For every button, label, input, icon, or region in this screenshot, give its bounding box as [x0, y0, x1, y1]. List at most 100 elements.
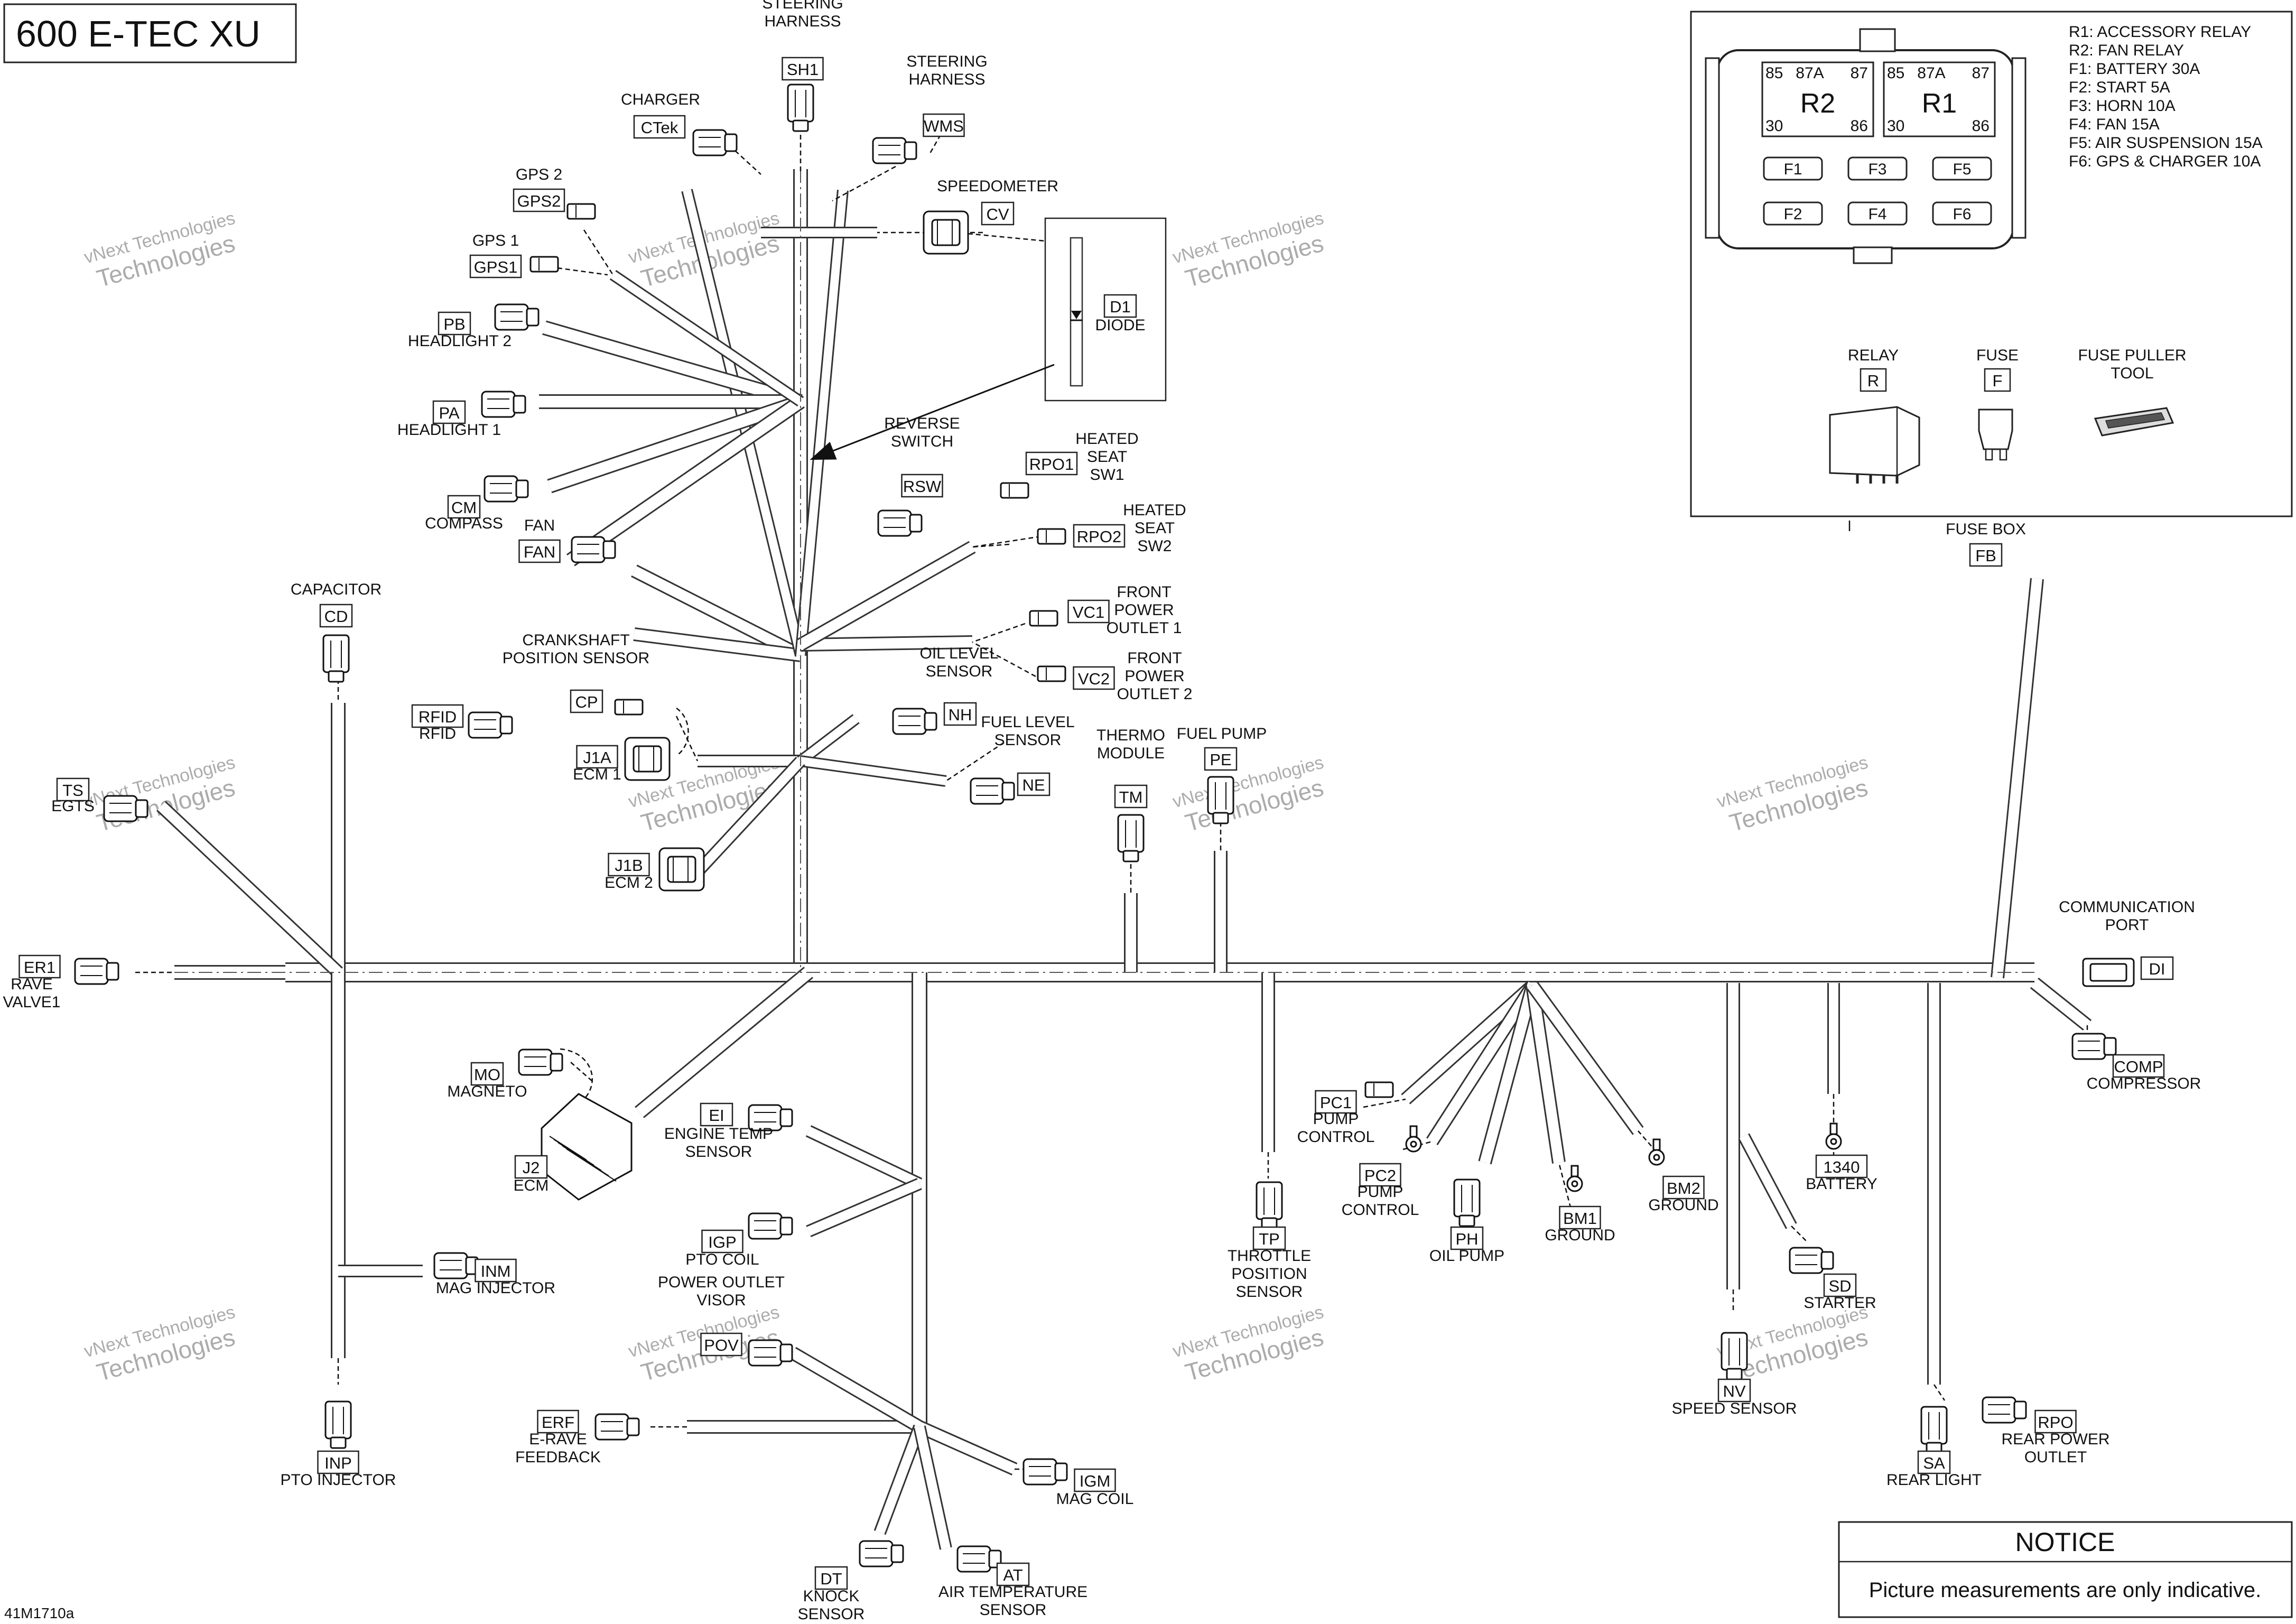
- fuse-slot-f3: F3: [1847, 156, 1908, 181]
- connector-code-box: [319, 604, 353, 628]
- connector-code: CV: [986, 205, 1009, 224]
- harness-tube: [800, 757, 947, 785]
- small-connector-icon: [614, 699, 644, 716]
- connector-code: PC2: [1364, 1166, 1396, 1185]
- plug-connector-icon: [433, 1252, 479, 1279]
- pigtail-wire: [972, 623, 1026, 643]
- ring-connector-icon: [1648, 1138, 1665, 1166]
- plug-connector-icon: [872, 137, 917, 164]
- small-connector-icon: [529, 256, 559, 273]
- plug-connector-icon: [859, 1540, 904, 1567]
- connector-label: GROUND: [1545, 1227, 1615, 1244]
- fusebox-part-label: RELAY: [1848, 347, 1899, 364]
- connector-code-box: [470, 1062, 504, 1086]
- plug-connector-icon: [2071, 1033, 2117, 1060]
- connector-code-box: [469, 254, 522, 279]
- fusebox-part-code: R: [1867, 372, 1879, 390]
- connector-code-box: [518, 539, 561, 563]
- connector-code-box: [700, 1102, 733, 1127]
- connector-code: CD: [324, 607, 348, 626]
- plug-connector-icon: [1789, 1247, 1834, 1274]
- relay-name: R1: [1922, 88, 1957, 119]
- ring-connector-icon: [1566, 1165, 1583, 1192]
- connector-code: RFID: [419, 708, 457, 726]
- harness-tube: [806, 1179, 922, 1236]
- connector-code: EI: [709, 1106, 724, 1125]
- connector-code: RPO1: [1029, 455, 1074, 474]
- connector-code-box: [782, 57, 824, 81]
- relay-pin-label: 87A: [1796, 64, 1824, 82]
- connector-label: FAN: [524, 517, 555, 534]
- connector-code: ERF: [542, 1413, 574, 1432]
- connector-cv: CV SPEEDOMETER: [923, 178, 1058, 255]
- connector-code-box: [1917, 1450, 1951, 1474]
- pigtail-wire: [583, 229, 614, 275]
- tall-connector-icon: [1117, 814, 1145, 862]
- tall-connector-icon: [787, 83, 814, 132]
- connector-code-box: [1450, 1226, 1484, 1250]
- plug-connector-icon: [877, 509, 923, 537]
- harness-tube: [915, 1426, 951, 1549]
- relay-pin-label: 85: [1765, 64, 1783, 82]
- connector-code: BM2: [1667, 1179, 1700, 1198]
- connector-code-box: [2140, 956, 2174, 980]
- fuse-slot-f2: F2: [1763, 201, 1823, 226]
- fusebox-legend-item: F3: HORN 10A: [2069, 97, 2176, 115]
- relay-pin-label: 87A: [1917, 64, 1945, 82]
- connector-code: CP: [575, 693, 598, 711]
- harness-tube: [157, 802, 342, 977]
- pigtail-wire: [549, 266, 608, 276]
- small-connector-icon: [1037, 665, 1066, 682]
- connector-label: PTO INJECTOR: [281, 1471, 396, 1489]
- connector-label: ECM 2: [605, 874, 653, 892]
- fuse-slot-f1: F1: [1763, 156, 1823, 181]
- connector-code: TS: [62, 781, 83, 800]
- connector-code: CTek: [641, 118, 678, 137]
- connector-label: ECM: [514, 1177, 549, 1194]
- connector-code-box: [2034, 1409, 2077, 1434]
- relay-pin-label: 30: [1887, 117, 1904, 135]
- harness-tube: [1992, 578, 2042, 978]
- small-connector-icon: [1000, 482, 1029, 499]
- connector-label: GPS 2: [516, 166, 562, 183]
- connector-label: ECM 1: [573, 766, 621, 783]
- notice-text: Picture measurements are only indicative…: [1869, 1579, 2262, 1602]
- relay-pin-label: 86: [1851, 117, 1868, 135]
- connector-code-box: [814, 1566, 848, 1590]
- connector-code: FAN: [524, 543, 555, 561]
- connector-code: POV: [704, 1336, 739, 1354]
- connector-label: SPEEDOMETER: [937, 178, 1058, 195]
- connector-code: PA: [439, 404, 459, 422]
